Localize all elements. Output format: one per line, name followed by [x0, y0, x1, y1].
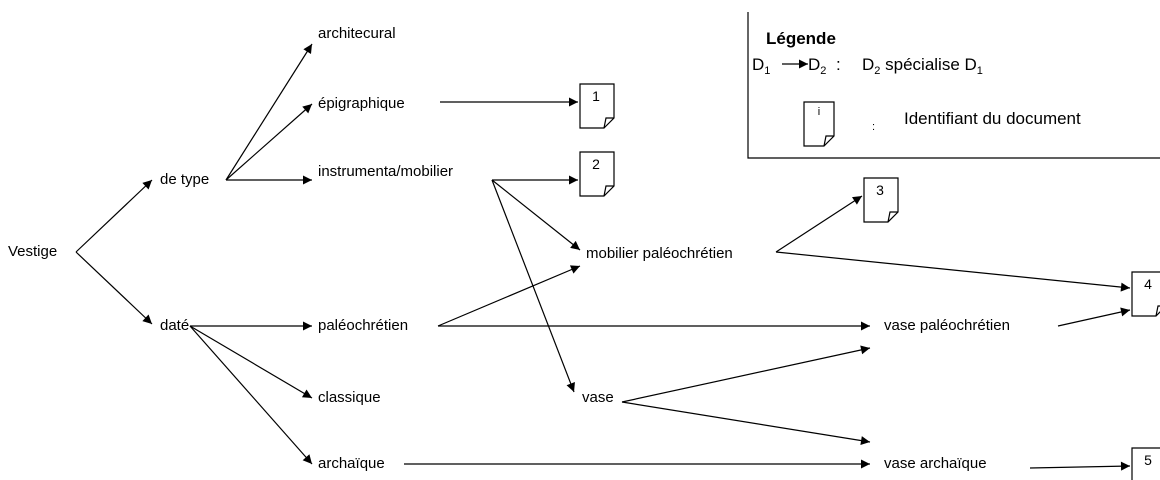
- node-vase-archaique: vase archaïque: [884, 455, 987, 472]
- legend-d2: D2: [808, 55, 826, 77]
- edge-vestige-detype: [75, 179, 153, 253]
- edge-mobilier-doc4: [775, 251, 1131, 292]
- edge-instrumenta-mobilier: [491, 179, 581, 251]
- edge-detype-architecural: [225, 43, 313, 181]
- nodes: Vestige de type daté architecural épigra…: [8, 25, 1010, 472]
- edge-vasearchaique-doc5: [1029, 461, 1131, 471]
- edge-detype-epigraphique: [225, 103, 313, 181]
- legend-title: Légende: [766, 29, 836, 48]
- legend-d1: D1: [752, 55, 770, 77]
- legend-border: [747, 12, 1160, 159]
- document-1-id: 1: [592, 88, 600, 104]
- node-vase: vase: [582, 389, 614, 406]
- node-vase-paleochretien: vase paléochrétien: [884, 317, 1010, 334]
- legend-doc-desc: Identifiant du document: [904, 109, 1081, 128]
- document-1: 1: [579, 83, 615, 129]
- document-5-id: 5: [1144, 452, 1152, 468]
- document-2: 2: [579, 151, 615, 197]
- node-date: daté: [160, 317, 189, 334]
- document-3-id: 3: [876, 182, 884, 198]
- document-3: 3: [863, 177, 899, 223]
- legend-colon: :: [836, 55, 841, 74]
- edge-paleochretien-mobilier: [437, 265, 581, 327]
- document-4-id: 4: [1144, 276, 1152, 292]
- legend-doc-colon: :: [872, 121, 875, 133]
- legend: Légende D1 D2 : D2 spécialise D1 i : Ide…: [747, 12, 1160, 159]
- edge-date-classique: [189, 325, 313, 399]
- node-architecural: architecural: [318, 25, 396, 42]
- edge-date-archaique: [189, 325, 313, 465]
- legend-specialization-desc: D2 spécialise D1: [862, 55, 983, 77]
- edge-vasepaleo-doc4: [1057, 307, 1131, 327]
- node-archaique: archaïque: [318, 455, 385, 472]
- node-paleochretien: paléochrétien: [318, 317, 408, 334]
- node-classique: classique: [318, 389, 381, 406]
- legend-document-icon: i: [803, 101, 835, 147]
- edge-mobilier-doc3: [775, 195, 863, 253]
- edges: [75, 43, 1131, 471]
- edge-vase-vasearchaique: [621, 401, 871, 446]
- node-de-type: de type: [160, 171, 209, 188]
- document-2-id: 2: [592, 156, 600, 172]
- node-vestige: Vestige: [8, 243, 57, 260]
- svg-text:i: i: [818, 106, 820, 118]
- edge-vestige-date: [75, 251, 153, 325]
- node-instrumenta: instrumenta/mobilier: [318, 163, 453, 180]
- edge-vase-vasepaleo: [621, 345, 871, 403]
- document-5: 5: [1131, 447, 1160, 480]
- node-epigraphique: épigraphique: [318, 95, 405, 112]
- document-4: 4: [1131, 271, 1160, 317]
- node-mobilier-paleochretien: mobilier paléochrétien: [586, 245, 733, 262]
